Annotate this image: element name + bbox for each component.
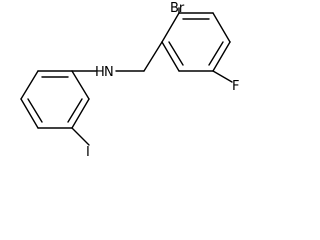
atom-label-i: I [86, 145, 90, 156]
bond [71, 70, 90, 100]
double-bond-inner [168, 41, 184, 66]
bond [161, 12, 180, 43]
atom-label-f: F [232, 79, 239, 94]
bond [143, 41, 163, 72]
bond [161, 41, 180, 72]
amine-linker [71, 41, 163, 72]
bromofluorophenyl-ring [161, 12, 231, 72]
bond-to-iodine [71, 127, 90, 146]
double-bond-inner [67, 98, 83, 123]
bond [212, 41, 231, 72]
chemical-structure-diagram: H N Br F I [20, 1, 239, 156]
bond [212, 12, 231, 43]
bond [20, 70, 39, 100]
bond [71, 98, 90, 129]
double-bond-inner [27, 98, 43, 123]
atom-label-h: H [95, 65, 105, 80]
iodophenyl-ring [20, 70, 90, 129]
bond [20, 98, 39, 129]
bond-to-fluorine [212, 70, 233, 83]
atom-label-n: N [104, 65, 114, 80]
double-bond-inner [208, 41, 224, 66]
atom-label-br: Br [170, 1, 185, 16]
